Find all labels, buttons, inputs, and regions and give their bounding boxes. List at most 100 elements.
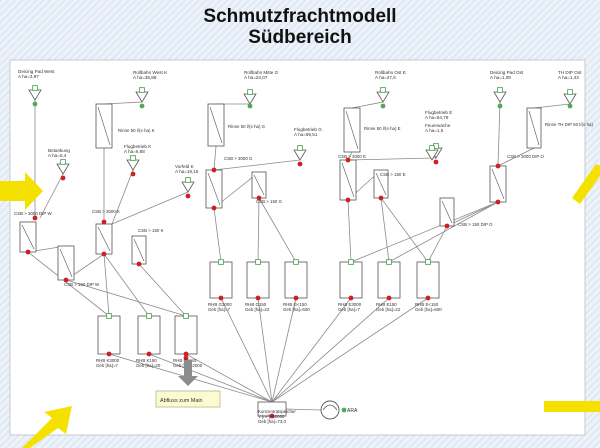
retention-tank [416,261,440,299]
catchment-area: A ha=1,09 [490,75,511,80]
flow-line [213,207,222,263]
flow-line [39,173,64,219]
catchment-name: Rollbahn West K [133,70,168,75]
connector-dot [345,157,351,163]
connector-dot [211,167,217,173]
tank-sub: Geb [ha]=22 [245,307,270,312]
retention-tank [97,315,121,355]
catchment-area: A ha=24,07 [244,75,268,80]
flow-line [347,157,437,161]
collector-area: Geb [ha]=73,0 [258,419,287,424]
catchment-port [247,89,253,95]
tank-inlet [183,313,189,319]
tank-inlet [386,259,392,265]
callout-text: Abfluss zum Main [160,398,203,404]
splitter-label: CSB > 150 DIP O [458,222,493,227]
splitter-box-diagonal [59,248,73,278]
flow-line [497,147,535,167]
flow-line [258,197,297,263]
flow-line [111,191,189,225]
tank-outlet [386,295,392,301]
connector-dot [211,205,217,211]
connector-dot [139,103,145,109]
flow-line [285,408,322,411]
connector-dot [101,219,107,225]
flow-line [27,251,110,317]
connector-dot [495,199,501,205]
connector-dot [101,251,107,257]
tank-inlet [146,313,152,319]
catchment-name: Flugbetrieb E [425,110,452,115]
tank-label: RHB E3000 [338,302,362,307]
flow-line [271,297,429,403]
connector-dot [183,355,189,361]
annotation-overlay: Abfluss zum Main [0,164,600,448]
channel-label: Rinne TH DIP 50 l/(s·ha) [545,122,593,127]
treatment-plant-symbol [320,400,340,420]
catchment-area: A ha=6,88 [124,149,145,154]
callout-arrow-head [178,376,198,386]
tank-label: RHB K3000 [96,358,120,363]
catchment-port [185,177,191,183]
connector-dot [32,215,38,221]
highlight-arrow-diagonal [22,406,72,448]
catchment-area: A ha=54,78 [425,115,449,120]
tank-inlet [255,259,261,265]
retention-tank [209,261,233,299]
splitter-box-diagonal [253,174,265,196]
retention-tank [339,261,363,299]
catchment-name: Flugbetrieb K [124,144,152,149]
tank-outlet [218,295,224,301]
splitter-label: CSB > 150 E [380,172,406,177]
flow-line [111,169,134,225]
outlet-label: ARA [347,408,358,414]
connector-dot [63,277,69,283]
highlight-bar-bottomright [544,401,600,412]
catchment-name: Feuerwache [425,123,451,128]
splitter-label: CSB > 3000 DIP W [14,211,52,216]
catchment-area: A ha=69,51 [294,132,318,137]
flow-line [380,197,390,263]
splitter-box-diagonal [375,172,387,196]
catchment-name: Deicing Pad Ost [490,70,524,75]
catchment-name: TH DIP Ost [558,70,582,75]
diagram-nodes [19,85,577,420]
flow-line [388,201,499,263]
splitter-box-diagonal [133,238,145,262]
connector-dot [444,223,450,229]
catchment-area: A ha=35,88 [133,75,157,80]
splitter-label: CSB > 150 K [138,228,164,233]
flow-line [138,263,187,317]
flow-line [351,101,384,109]
tank-inlet [106,313,112,319]
splitter-label: CSB > 150 DIP W [64,282,100,287]
catchment-area: A ha=0,4 [48,153,67,158]
connector-dot [378,195,384,201]
connector-dot [32,101,38,107]
connector-dot [256,195,262,201]
flow-line [65,279,187,317]
tank-outlet [348,295,354,301]
channel-box-diagonal [528,110,540,146]
catchment-area: A ha=3,97 [18,74,39,79]
channel-label: Rinne 50 l/(s·ha) E [364,126,401,131]
tank-sub: Geb [ha]=22 [376,307,401,312]
channel-box-diagonal [345,110,359,150]
diagram-title: Schmutzfrachtmodell Südbereich [0,6,600,48]
catchment-area: A ha=1,5 [425,128,444,133]
connector-dot [130,171,136,177]
channel-label: Rinne 50 l/(s·ha) G [228,124,266,129]
tank-outlet [183,351,189,357]
connector-dot [567,103,573,109]
tank-sub: Geb [ha]=7 [338,307,360,312]
tank-inlet [348,259,354,265]
catchment-port [139,87,145,93]
tank-sub: Geb [ha]=7 [96,363,118,368]
tank-label: RHB G150 [245,302,267,307]
flow-line [257,197,260,263]
catchment-name: Flugbetrieb G [294,127,322,132]
catchment-name: Betankung [48,148,70,153]
flow-line [213,145,217,171]
flow-line [497,101,501,167]
flow-line [220,297,273,403]
